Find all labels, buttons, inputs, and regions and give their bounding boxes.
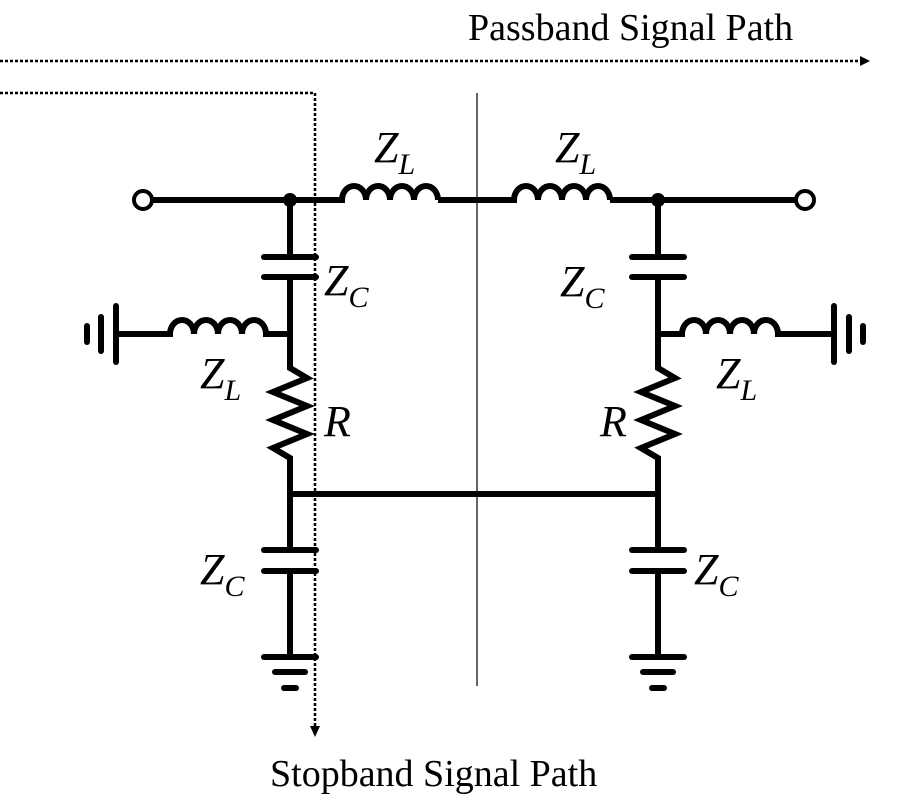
passband-label: Passband Signal Path: [468, 7, 793, 49]
bottom-capacitor-right-icon: [629, 547, 687, 574]
ground-inductor-left-label: ZL: [200, 349, 241, 407]
shunt-capacitor-left-label: ZC: [324, 256, 369, 314]
left-bottom-ground-icon: [261, 654, 319, 691]
resistor-right-icon: [633, 362, 683, 494]
bottom-capacitor-left-icon: [261, 547, 319, 574]
series-inductor-right-label: ZL: [555, 123, 596, 181]
left-side-ground-icon: [84, 303, 119, 365]
input-port-icon[interactable]: [132, 189, 154, 211]
shunt-capacitor-right-icon: [629, 254, 687, 280]
stopband-path-arrow: [0, 91, 320, 737]
output-port-icon[interactable]: [794, 189, 816, 211]
series-inductor-left-icon: [339, 183, 441, 203]
bottom-capacitor-left-label: ZC: [200, 545, 245, 603]
series-inductor-left-label: ZL: [374, 123, 415, 181]
resistor-right-label: R: [599, 397, 627, 446]
stopband-label: Stopband Signal Path: [270, 753, 597, 795]
resistor-left-icon: [265, 362, 315, 494]
series-inductor-right-icon: [511, 183, 613, 203]
right-side-ground-icon: [831, 303, 866, 365]
passband-path-arrow: [0, 56, 870, 66]
right-bottom-ground-icon: [629, 654, 687, 691]
shunt-capacitor-right-label: ZC: [560, 257, 605, 315]
ground-inductor-right-icon: [658, 317, 781, 337]
ground-inductor-left-icon: [167, 317, 290, 337]
stopband-arrowhead-icon: [310, 726, 320, 737]
bottom-capacitor-right-label: ZC: [694, 545, 739, 603]
shunt-capacitor-left-icon: [261, 254, 319, 280]
ground-inductor-right-label: ZL: [716, 349, 757, 407]
resistor-left-label: R: [323, 397, 351, 446]
passband-arrowhead-icon: [860, 56, 870, 66]
